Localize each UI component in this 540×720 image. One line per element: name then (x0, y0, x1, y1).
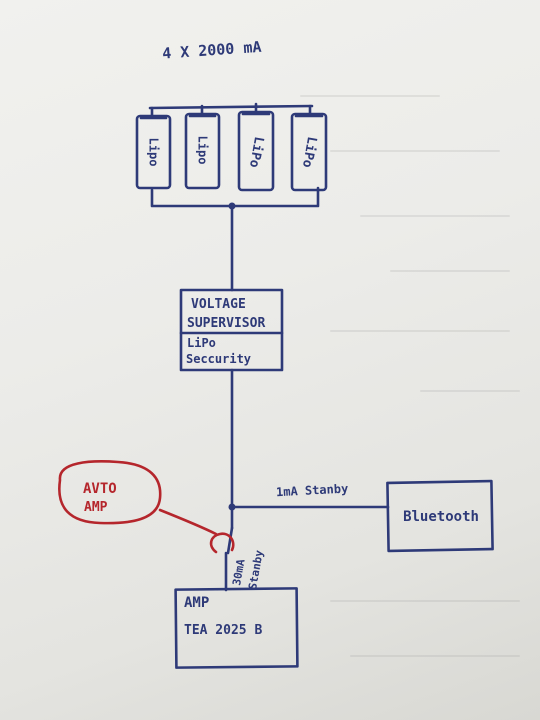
voltage-supervisor-block: VOLTAGE SUPERVISOR LiPo Seccurity (179, 288, 284, 372)
amp-title: AMP (184, 595, 209, 611)
wire-to-amp (224, 505, 234, 592)
cell-1: Lipo (135, 106, 172, 190)
bluetooth-label: Bluetooth (403, 509, 479, 525)
auto-amp-probe-loop (209, 532, 235, 554)
auto-amp-annotation: AVTO AMP (58, 460, 235, 554)
wire-to-amp-bend (226, 526, 234, 555)
amp-standby-current: 30mA (230, 558, 247, 587)
amp-block: AMP TEA 2025 B (174, 587, 299, 669)
cell-2: Lipo (184, 104, 221, 190)
amp-standby-label: Stanby (246, 549, 266, 591)
auto-amp-line-1: AVTO (83, 481, 117, 497)
cell-3-label: LiPo (246, 135, 266, 169)
cell-4-label: LiPo (299, 135, 319, 169)
auto-amp-leader (158, 508, 218, 536)
supervisor-line-2: SUPERVISOR (187, 316, 265, 331)
battery-pack: Lipo Lipo LiPo LiPo (135, 102, 328, 210)
bluetooth-block: Bluetooth (386, 479, 494, 553)
cell-1-label: Lipo (147, 138, 161, 167)
supervisor-line-3: LiPo (187, 336, 216, 350)
cell-2-label: Lipo (196, 136, 210, 165)
supervisor-line-1: VOLTAGE (191, 297, 246, 312)
auto-amp-bubble (58, 460, 162, 525)
amp-model: TEA 2025 B (184, 623, 262, 638)
auto-amp-line-2: AMP (84, 500, 108, 515)
supervisor-line-4: Seccurity (186, 352, 251, 366)
cell-4: LiPo (290, 104, 328, 192)
battery-top-bus (148, 104, 314, 110)
cell-3: LiPo (237, 102, 275, 192)
bluetooth-standby-label: 1mA Stanby (276, 482, 349, 500)
capacity-label: 4 X 2000 mA (162, 38, 262, 63)
